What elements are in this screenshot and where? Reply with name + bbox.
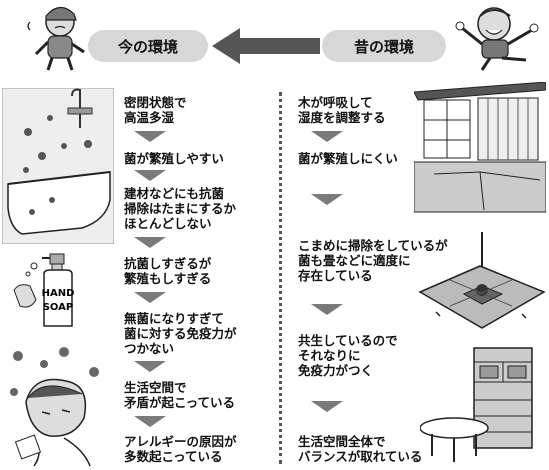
left-step-2: 菌が繁殖しやすい (124, 151, 224, 166)
left-arrow-4 (134, 292, 166, 303)
left-arrow-3 (134, 237, 166, 248)
left-step-1: 密閉状態で 高温多湿 (124, 95, 187, 125)
direction-arrow (212, 28, 320, 64)
left-step-7: アレルギーの原因が 多数起こっている (124, 434, 237, 464)
left-step-4: 抗菌しすぎるが 繁殖もしすぎる (124, 256, 212, 286)
past-environment-label: 昔の環境 (353, 37, 414, 56)
sad-boy-illustration (27, 6, 85, 71)
right-step-4: 共生しているので それなりに 免疫力がつく (298, 333, 398, 378)
left-step-5: 無菌になりすぎて 菌に対する免疫力が つかない (124, 311, 237, 356)
past-environment-pill: 昔の環境 (322, 30, 446, 62)
right-arrow-3 (311, 304, 343, 315)
left-arrow-2 (134, 170, 166, 181)
hand-soap-illustration: HAND SOAP (13, 253, 75, 327)
left-step-3: 建材などにも抗菌 掃除はたまにするか ほとんどしない (124, 186, 237, 231)
present-environment-label: 今の環境 (117, 37, 178, 56)
soap-label-line1: HAND (42, 288, 75, 299)
right-arrow-1 (311, 131, 343, 142)
right-step-3: こまめに掃除をしているが 菌も畳などに適度に 存在している (298, 238, 448, 283)
allergy-person-illustration (10, 347, 99, 467)
right-step-1: 木が呼吸して 湿度を調整する (298, 95, 386, 125)
right-step-5: 生活空間全体で バランスが取れている (298, 434, 423, 464)
left-arrow-1 (134, 131, 166, 142)
soap-label-line2: SOAP (43, 302, 74, 313)
right-arrow-2 (311, 194, 343, 205)
left-step-6: 生活空間で 矛盾が起こっている (124, 380, 236, 410)
right-arrow-4 (311, 401, 343, 412)
happy-boy-illustration (455, 7, 539, 71)
left-arrow-5 (134, 361, 166, 372)
bathtub-mold-illustration (2, 88, 114, 244)
tatami-hearth-illustration (418, 232, 546, 329)
left-arrow-6 (134, 416, 166, 427)
present-environment-pill: 今の環境 (88, 30, 208, 62)
right-step-2: 菌が繁殖しにくい (298, 151, 398, 166)
table-and-cabinet-illustration (420, 347, 533, 462)
center-divider (279, 92, 282, 464)
traditional-room-illustration (414, 82, 546, 213)
